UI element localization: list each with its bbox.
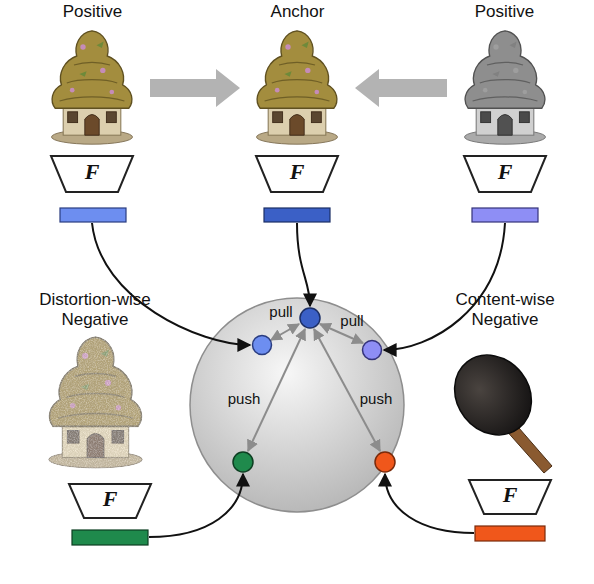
embed-arrow	[384, 223, 505, 350]
house-image-gray	[465, 31, 546, 144]
embed-arrow	[297, 223, 310, 306]
encoder-symbol: F	[503, 484, 518, 506]
panel-heading: Content-wise Negative	[440, 290, 570, 330]
encoder-symbol: F	[85, 161, 100, 183]
pull-arrow	[271, 324, 299, 340]
embed-arrow	[385, 474, 474, 533]
encoder-shape	[51, 156, 133, 192]
encoder-trapezoid: F	[50, 155, 134, 193]
feature-bar	[264, 208, 330, 222]
image-panel: Distortion-wise Negative	[30, 290, 160, 475]
panel-heading: Anchor	[271, 2, 325, 22]
force-label: push	[360, 390, 393, 407]
feature-bar	[60, 208, 126, 222]
encoder-symbol: F	[498, 161, 513, 183]
positive-embedding	[363, 341, 382, 360]
negative-embedding	[375, 452, 395, 472]
feature-bar	[475, 526, 545, 541]
encoder-symbol: F	[290, 161, 305, 183]
feature-bar	[72, 530, 148, 545]
encoder-shape	[464, 156, 546, 192]
encoder-trapezoid: F	[468, 479, 552, 515]
paddle-head	[439, 340, 547, 451]
image-panel: Positive	[447, 2, 562, 152]
negative-embedding	[233, 452, 253, 472]
paddle-image	[439, 340, 552, 473]
image-panel: Positive	[35, 2, 150, 152]
positive-embedding	[253, 336, 272, 355]
force-label: pull	[340, 312, 363, 329]
embedding-sphere	[190, 298, 404, 512]
block-arrow	[355, 69, 447, 107]
force-label: pull	[269, 303, 292, 320]
embed-arrow	[149, 474, 243, 537]
house-image	[52, 31, 133, 144]
house-image-gray-half	[297, 31, 338, 144]
image-panel: Content-wise Negative	[440, 290, 570, 475]
panel-heading: Distortion-wise Negative	[30, 290, 160, 330]
feature-bar	[472, 208, 538, 222]
force-label: push	[228, 390, 261, 407]
encoder-symbol: F	[103, 488, 118, 510]
panel-heading: Positive	[475, 2, 535, 22]
house-image-noisy	[49, 337, 142, 468]
encoder-shape	[69, 484, 151, 518]
image-panel: Anchor	[240, 2, 355, 152]
panel-heading: Positive	[63, 2, 123, 22]
encoder-trapezoid: F	[68, 483, 152, 519]
block-arrow	[150, 69, 240, 107]
encoder-shape	[469, 480, 551, 514]
encoder-trapezoid: F	[463, 155, 547, 193]
anchor-embedding	[300, 308, 320, 328]
encoder-shape	[256, 156, 338, 192]
encoder-trapezoid: F	[255, 155, 339, 193]
house-image	[257, 31, 338, 144]
